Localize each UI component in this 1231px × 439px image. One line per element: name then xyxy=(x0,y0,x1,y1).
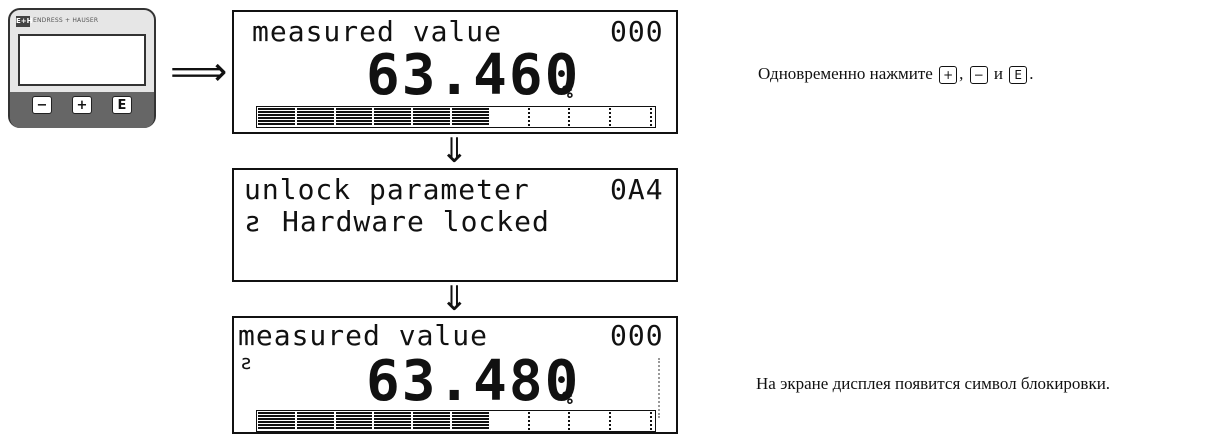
device-illustration: E+H ENDRESS + HAUSER − + E xyxy=(8,8,156,128)
bar-segment xyxy=(613,412,652,430)
bar-segment xyxy=(413,412,450,430)
device-keypad: − + E xyxy=(10,92,154,128)
lcd-measured-value-1: measured value 000 63.460 % xyxy=(232,10,678,134)
instruction-step-2: На экране дисплея появится символ блокир… xyxy=(756,374,1111,393)
brand-name: ENDRESS + HAUSER xyxy=(33,17,99,24)
lcd1-unit: % xyxy=(562,82,574,103)
bar-segment xyxy=(335,108,373,126)
lcd2-title: unlock parameter xyxy=(244,173,530,206)
bar-segment xyxy=(451,412,489,430)
lcd1-bargraph xyxy=(256,106,656,128)
down-arrow-icon: ⇓ xyxy=(440,131,469,171)
bar-segment xyxy=(491,108,530,126)
bar-segment xyxy=(532,412,571,430)
minus-key-icon: − xyxy=(969,66,988,85)
lcd3-code: 000 xyxy=(610,319,664,352)
bar-segment xyxy=(296,108,334,126)
lcd1-code: 000 xyxy=(610,15,664,48)
plus-key[interactable]: + xyxy=(72,96,92,114)
bar-segment xyxy=(335,412,373,430)
bar-segment xyxy=(296,412,334,430)
lcd3-unit: % xyxy=(562,388,574,409)
bar-segment xyxy=(374,108,412,126)
bar-segment xyxy=(572,412,612,430)
bar-segment xyxy=(258,412,295,430)
lcd3-title: measured value xyxy=(238,319,489,352)
lcd3-bargraph xyxy=(256,410,656,432)
down-arrow-icon: ⇓ xyxy=(440,279,469,319)
minus-key[interactable]: − xyxy=(32,96,52,114)
lock-icon: ƨ xyxy=(244,205,262,238)
lcd3-value: 63.480 xyxy=(366,349,581,414)
bar-segment xyxy=(374,412,412,430)
separator: , xyxy=(959,64,964,83)
lcd-measured-value-2: measured value 000 ƨ 63.480 % xyxy=(232,316,678,434)
lcd2-code: 0A4 xyxy=(610,173,664,206)
instruction-step-1-text: Одновременно нажмите xyxy=(758,64,933,83)
lock-icon: ƨ xyxy=(240,350,254,374)
instruction-step-1: Одновременно нажмите +, − и E. xyxy=(758,64,1034,85)
period: . xyxy=(1029,64,1034,83)
plus-key-icon: + xyxy=(939,66,958,85)
lcd3-side-scale xyxy=(658,358,662,418)
lcd2-status: Hardware locked xyxy=(282,205,550,238)
brand-logo: E+H xyxy=(16,16,33,27)
enter-key-icon: E xyxy=(1009,66,1028,85)
lcd1-title: measured value xyxy=(252,15,503,48)
conjunction: и xyxy=(993,64,1003,83)
right-arrow-icon: ⟹ xyxy=(170,49,228,95)
bar-segment xyxy=(532,108,571,126)
bar-segment xyxy=(413,108,450,126)
bar-segment xyxy=(451,108,489,126)
lcd-unlock-parameter: unlock parameter 0A4 ƨ Hardware locked xyxy=(232,168,678,282)
bar-segment xyxy=(491,412,530,430)
enter-key[interactable]: E xyxy=(112,96,132,114)
lcd1-value: 63.460 xyxy=(366,43,581,108)
bar-segment xyxy=(572,108,612,126)
bar-segment xyxy=(258,108,295,126)
bar-segment xyxy=(613,108,652,126)
device-screen xyxy=(18,34,146,86)
